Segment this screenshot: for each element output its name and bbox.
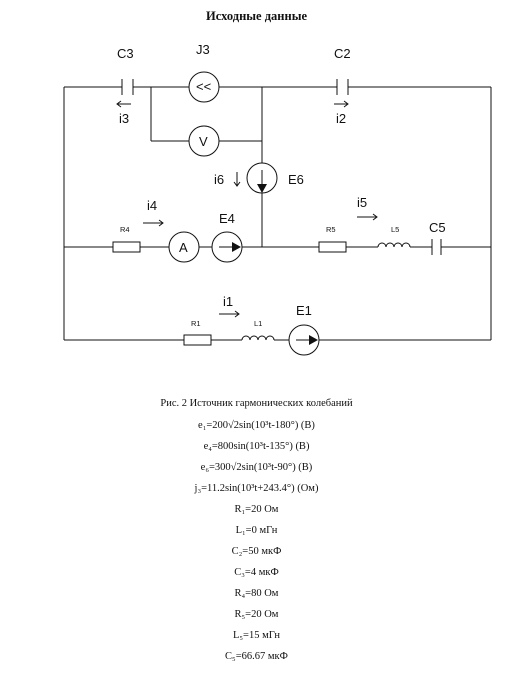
l1-inductor [241, 335, 275, 341]
i1-arrow-head [234, 310, 240, 318]
label-c2: C2 [334, 46, 351, 61]
param-l5: L₅=15 мГн [232, 630, 281, 641]
figure-caption: Рис. 2 Источник гармонических колебаний [160, 398, 353, 409]
label-r1: R1 [191, 319, 201, 328]
label-i4: i4 [147, 198, 157, 213]
r5-resistor [318, 241, 347, 253]
param-e6: e₆=300√2sin(10³t-90°) (В) [200, 462, 313, 473]
param-l1: L₁=0 мГн [235, 525, 278, 536]
label-c5: C5 [429, 220, 446, 235]
i5-arrow-head [372, 213, 378, 221]
label-e1: E1 [296, 303, 312, 318]
r1-resistor [183, 334, 212, 346]
label-c3: C3 [117, 46, 134, 61]
label-l1: L1 [254, 319, 262, 328]
l5-inductor [377, 242, 411, 248]
label-i1: i1 [223, 294, 233, 309]
voltmeter-symbol: V [199, 134, 208, 149]
label-i6: i6 [214, 172, 224, 187]
param-j3: j₃=11.2sin(10³t+243.4°) (Ом) [194, 483, 319, 494]
param-c5: C₅=66.67 мкФ [225, 651, 288, 662]
i4-arrow-head [158, 219, 164, 227]
e1-arrow-head [309, 335, 318, 345]
param-c3: C₃=4 мкФ [234, 567, 279, 578]
param-c2: C₂=50 мкФ [231, 546, 282, 557]
label-i2: i2 [336, 111, 346, 126]
param-e4: e₄=800sin(10³t-135°) (В) [203, 441, 310, 452]
e6-arrow-head [257, 184, 267, 193]
label-i5: i5 [357, 195, 367, 210]
label-r4: R4 [120, 225, 130, 234]
i6-arrow-head [233, 181, 241, 187]
circuit-diagram: C3 J3 C2 << i3 i2 V i6 E6 i4 E4 R4 A i5 … [63, 42, 492, 356]
param-r1: R₁=20 Ом [234, 504, 279, 515]
i2-arrow-head [343, 100, 349, 108]
param-r4: R₄=80 Ом [234, 588, 279, 599]
page-title: Исходные данные [205, 9, 307, 23]
label-i3: i3 [119, 111, 129, 126]
e4-arrow-head [232, 242, 241, 252]
param-e1: e₁=200√2sin(10³t-180°) (В) [198, 420, 315, 431]
label-e6: E6 [288, 172, 304, 187]
j3-source-circle [188, 71, 220, 103]
param-r5: R₅=20 Ом [234, 609, 279, 620]
j3-symbol: << [196, 79, 211, 94]
label-l5: L5 [391, 225, 399, 234]
label-e4: E4 [219, 211, 235, 226]
i3-arrow-head [116, 100, 122, 108]
label-j3: J3 [196, 42, 210, 57]
r4-resistor [112, 241, 141, 253]
label-r5: R5 [326, 225, 336, 234]
ammeter-symbol: A [179, 240, 188, 255]
